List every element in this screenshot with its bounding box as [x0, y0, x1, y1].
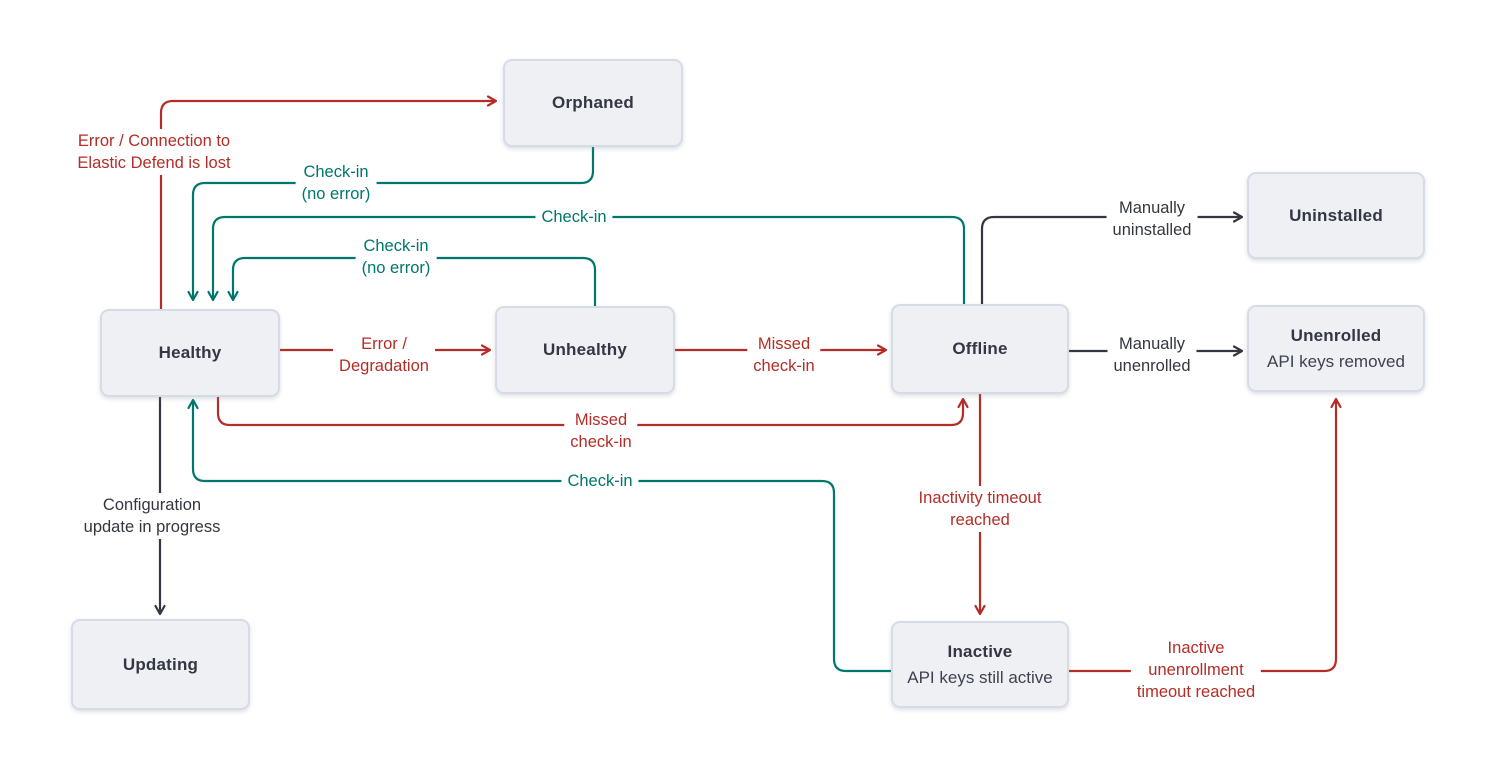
state-box-updating: Updating: [71, 619, 250, 710]
state-box-inactive: Inactive API keys still active: [891, 621, 1069, 708]
state-box-unhealthy: Unhealthy: [495, 306, 675, 394]
edge-label-healthy-to-unhealthy: Error / Degradation: [333, 332, 435, 378]
edge-inactive-to-healthy: [187, 398, 891, 673]
state-label: Inactive: [947, 641, 1013, 661]
edge-label-unhealthy-to-healthy: Check-in (no error): [355, 234, 437, 280]
edge-label-offline-to-inactive: Inactivity timeout reached: [912, 486, 1048, 532]
state-label: Healthy: [158, 343, 222, 362]
state-sublabel: API keys still active: [907, 667, 1053, 687]
state-sublabel: API keys removed: [1267, 351, 1405, 371]
edge-label-inactive-to-unenrolled: Inactive unenrollment timeout reached: [1130, 636, 1262, 704]
edge-label-offline-to-healthy: Check-in: [535, 205, 613, 229]
edge-label-offline-to-unenrolled: Manually unenrolled: [1107, 332, 1197, 378]
edge-label-healthy-to-orphaned: Error / Connection to Elastic Defend is …: [71, 129, 237, 175]
state-label: Unenrolled: [1290, 325, 1382, 345]
state-label: Unhealthy: [543, 340, 627, 359]
state-box-offline: Offline: [891, 304, 1069, 394]
edge-orphaned-to-healthy: [187, 147, 595, 302]
edge-healthy-to-orphaned: [159, 95, 498, 309]
state-label: Offline: [952, 339, 1008, 358]
state-box-orphaned: Orphaned: [503, 59, 683, 147]
edge-label-orphaned-to-healthy: Check-in (no error): [295, 160, 377, 206]
state-box-healthy: Healthy: [100, 309, 280, 397]
edge-offline-to-uninstalled: [980, 211, 1244, 304]
edge-label-offline-to-uninstalled: Manually uninstalled: [1106, 196, 1198, 242]
edge-label-healthy-to-updating: Configuration update in progress: [77, 493, 227, 539]
edge-label-healthy-to-offline: Missed check-in: [564, 408, 638, 454]
edge-inactive-to-unenrolled: [1069, 397, 1342, 673]
state-label: Orphaned: [552, 93, 634, 112]
state-label: Uninstalled: [1289, 205, 1383, 225]
edge-offline-to-healthy: [207, 215, 966, 304]
state-box-unenrolled: Unenrolled API keys removed: [1247, 305, 1425, 392]
edge-label-inactive-to-healthy: Check-in: [561, 469, 639, 493]
state-box-uninstalled: Uninstalled: [1247, 172, 1425, 259]
state-label: Updating: [122, 654, 199, 674]
edge-label-unhealthy-to-offline: Missed check-in: [747, 332, 821, 378]
